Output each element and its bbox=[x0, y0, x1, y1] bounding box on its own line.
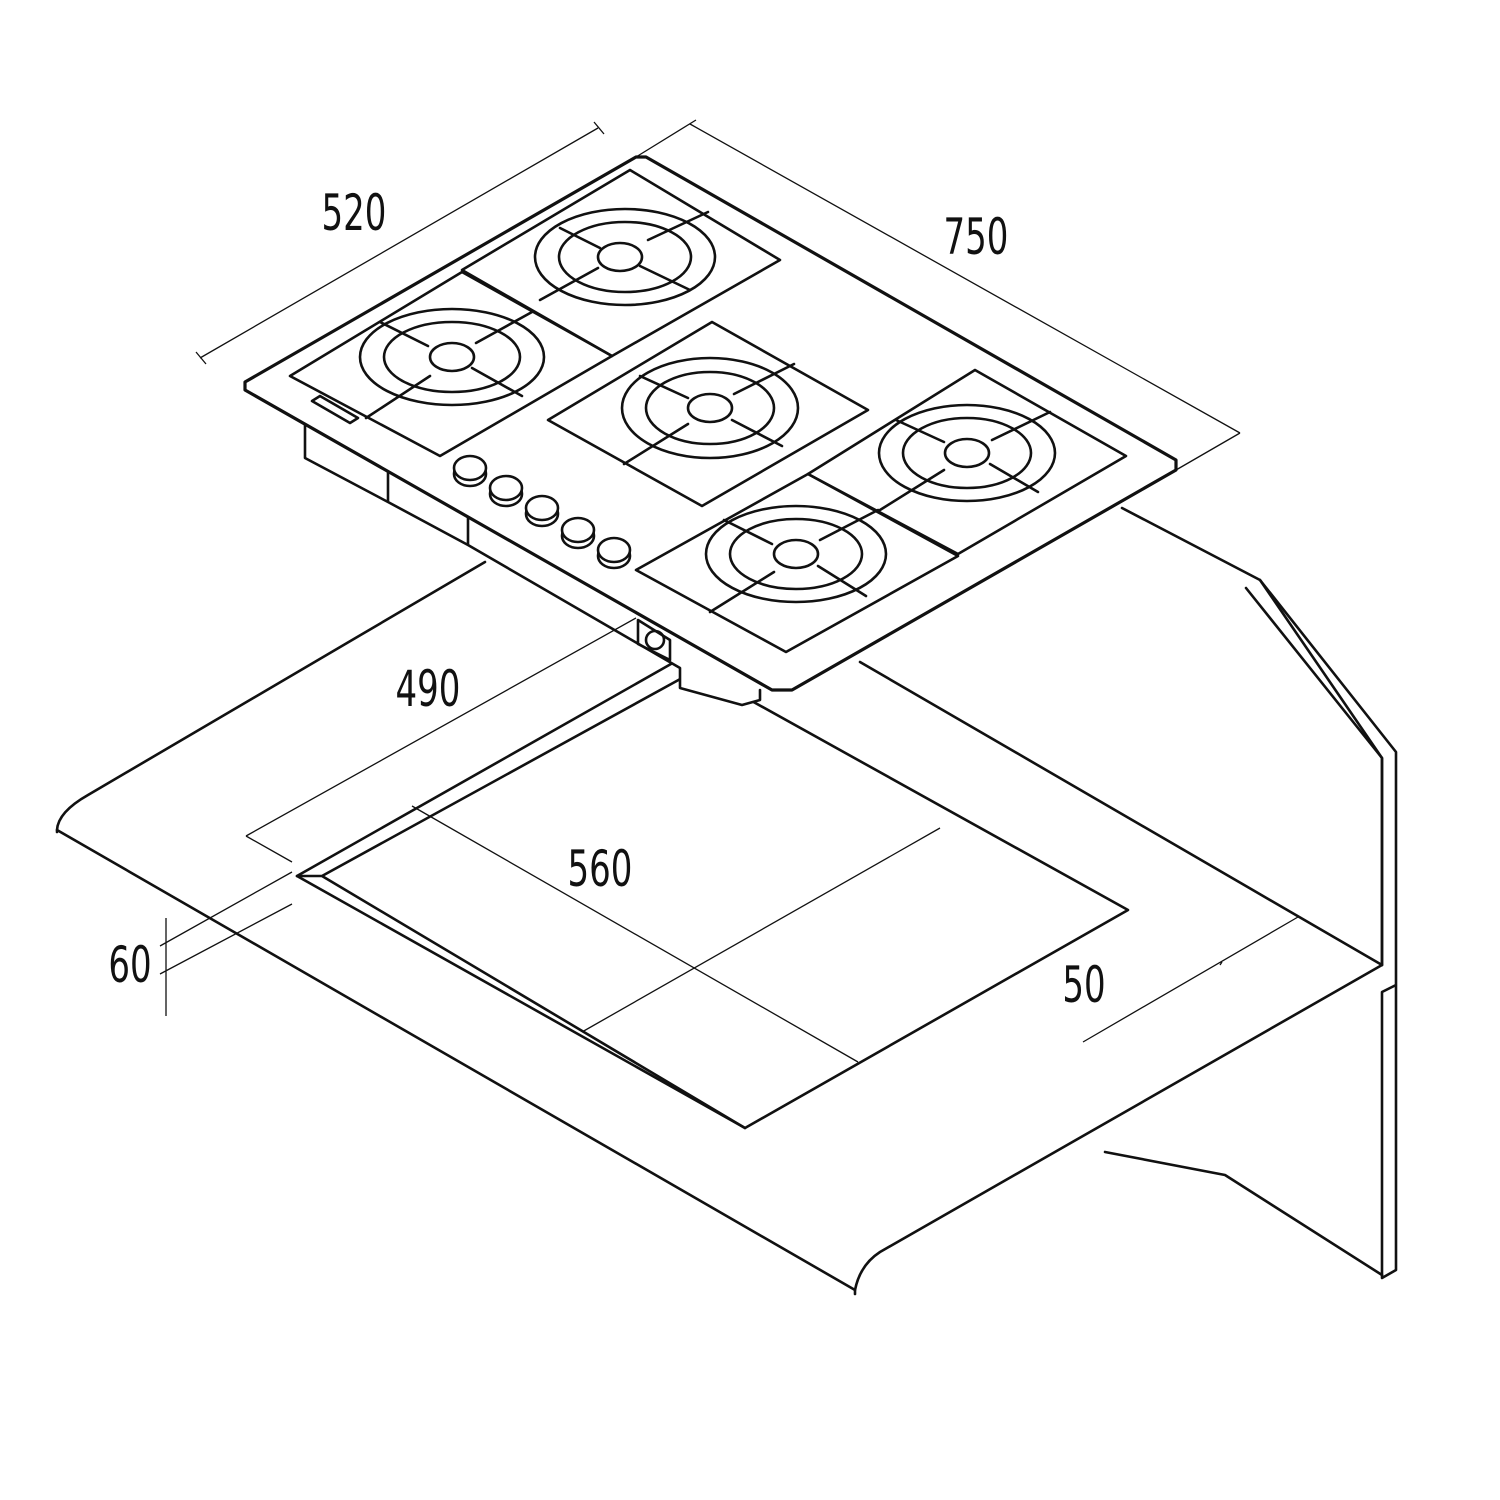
support-leg bbox=[1103, 1150, 1384, 1277]
burner-left bbox=[358, 307, 546, 420]
dim-line-50 bbox=[1082, 916, 1299, 1043]
ignition-housing bbox=[636, 618, 672, 662]
grate-left bbox=[288, 270, 614, 458]
grate-front bbox=[634, 472, 960, 654]
grate-center bbox=[546, 320, 870, 508]
dim-line-490 bbox=[245, 617, 637, 863]
burner-front bbox=[704, 504, 888, 614]
burner-center bbox=[620, 356, 800, 466]
back-wall bbox=[1244, 578, 1398, 1280]
dim-label-560: 560 bbox=[568, 840, 633, 898]
cutout-inner-edge bbox=[295, 670, 747, 1130]
gas-hob bbox=[243, 155, 1178, 707]
dim-line-750 bbox=[635, 119, 1241, 471]
dim-label-750: 750 bbox=[944, 208, 1009, 266]
dim-line-60 bbox=[159, 871, 293, 1016]
cutout bbox=[295, 658, 1130, 1130]
dimension-lines bbox=[159, 119, 1299, 1043]
dim-label-490: 490 bbox=[396, 660, 461, 718]
dim-label-60: 60 bbox=[108, 936, 151, 994]
burner-back-center bbox=[533, 207, 717, 307]
dim-line-520 bbox=[195, 121, 605, 365]
knob-5 bbox=[596, 536, 632, 570]
control-display bbox=[310, 394, 360, 425]
burner-right bbox=[877, 403, 1057, 512]
knob-1 bbox=[452, 454, 488, 488]
knob-3 bbox=[524, 494, 560, 528]
knob-2 bbox=[488, 474, 524, 508]
cutout-outline bbox=[295, 658, 1130, 1130]
cutout-center-line-b bbox=[581, 827, 941, 1033]
control-knobs bbox=[452, 454, 632, 570]
countertop bbox=[55, 506, 1398, 1296]
countertop-front-edge bbox=[55, 828, 857, 1296]
countertop-rear-line bbox=[858, 660, 1384, 967]
cutout-center-line-a bbox=[411, 805, 859, 1063]
dim-label-520: 520 bbox=[322, 184, 387, 242]
knob-4 bbox=[560, 516, 596, 550]
dim-label-50: 50 bbox=[1062, 956, 1105, 1014]
hob-glass-edge bbox=[243, 388, 1178, 692]
